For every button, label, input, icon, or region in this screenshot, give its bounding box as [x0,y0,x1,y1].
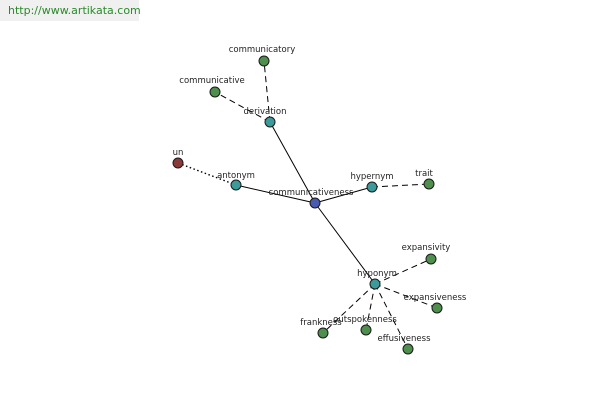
node-label-outspokenness[interactable]: outspokenness [333,315,397,325]
node-frankness[interactable] [317,327,329,339]
edge-communicativeness-hyponym [314,202,376,285]
edges-layer [177,60,438,350]
node-effusiveness[interactable] [402,343,414,355]
node-label-antonym[interactable]: antonym [217,171,255,181]
node-label-derivation[interactable]: derivation [243,107,286,117]
node-trait[interactable] [423,178,435,190]
node-expansiveness[interactable] [431,302,443,314]
edge-communicativeness-hypernym [314,186,373,204]
node-expansivity[interactable] [425,253,437,265]
node-hyponym[interactable] [369,278,381,290]
edge-communicativeness-antonym [235,184,316,204]
edge-hyponym-expansiveness [374,283,438,309]
edge-hyponym-effusiveness [374,283,409,350]
edge-hyponym-frankness [322,283,376,334]
node-label-communicatory[interactable]: communicatory [229,45,296,55]
node-label-expansiveness[interactable]: expansiveness [404,293,467,303]
node-communicatory[interactable] [258,55,270,67]
node-label-un[interactable]: un [173,148,184,158]
node-label-communicative[interactable]: communicative [179,76,244,86]
edge-hyponym-outspokenness [365,283,376,331]
node-label-hyponym[interactable]: hyponym [357,269,397,279]
node-outspokenness[interactable] [360,324,372,336]
node-communicativeness[interactable] [309,197,321,209]
edge-derivation-communicative [214,91,271,123]
edge-hyponym-expansivity [374,258,432,285]
node-derivation[interactable] [264,116,276,128]
node-label-hypernym[interactable]: hypernym [350,172,393,182]
edge-hypernym-trait [371,183,430,188]
source-url[interactable]: http://www.artikata.com [0,0,141,21]
node-label-frankness[interactable]: frankness [300,318,342,328]
node-label-trait[interactable]: trait [415,169,433,179]
nodes-layer [172,55,443,355]
node-label-effusiveness[interactable]: effusiveness [378,334,432,344]
node-label-communicativeness[interactable]: communicativeness [269,188,354,198]
node-communicative[interactable] [209,86,221,98]
node-un[interactable] [172,157,184,169]
edge-communicativeness-derivation [269,121,316,204]
labels-layer: communicativeness derivation antonym hypern… [173,45,467,344]
node-label-expansivity[interactable]: expansivity [402,243,451,253]
node-hypernym[interactable] [366,181,378,193]
node-antonym[interactable] [230,179,242,191]
edge-derivation-communicatory [263,60,271,123]
